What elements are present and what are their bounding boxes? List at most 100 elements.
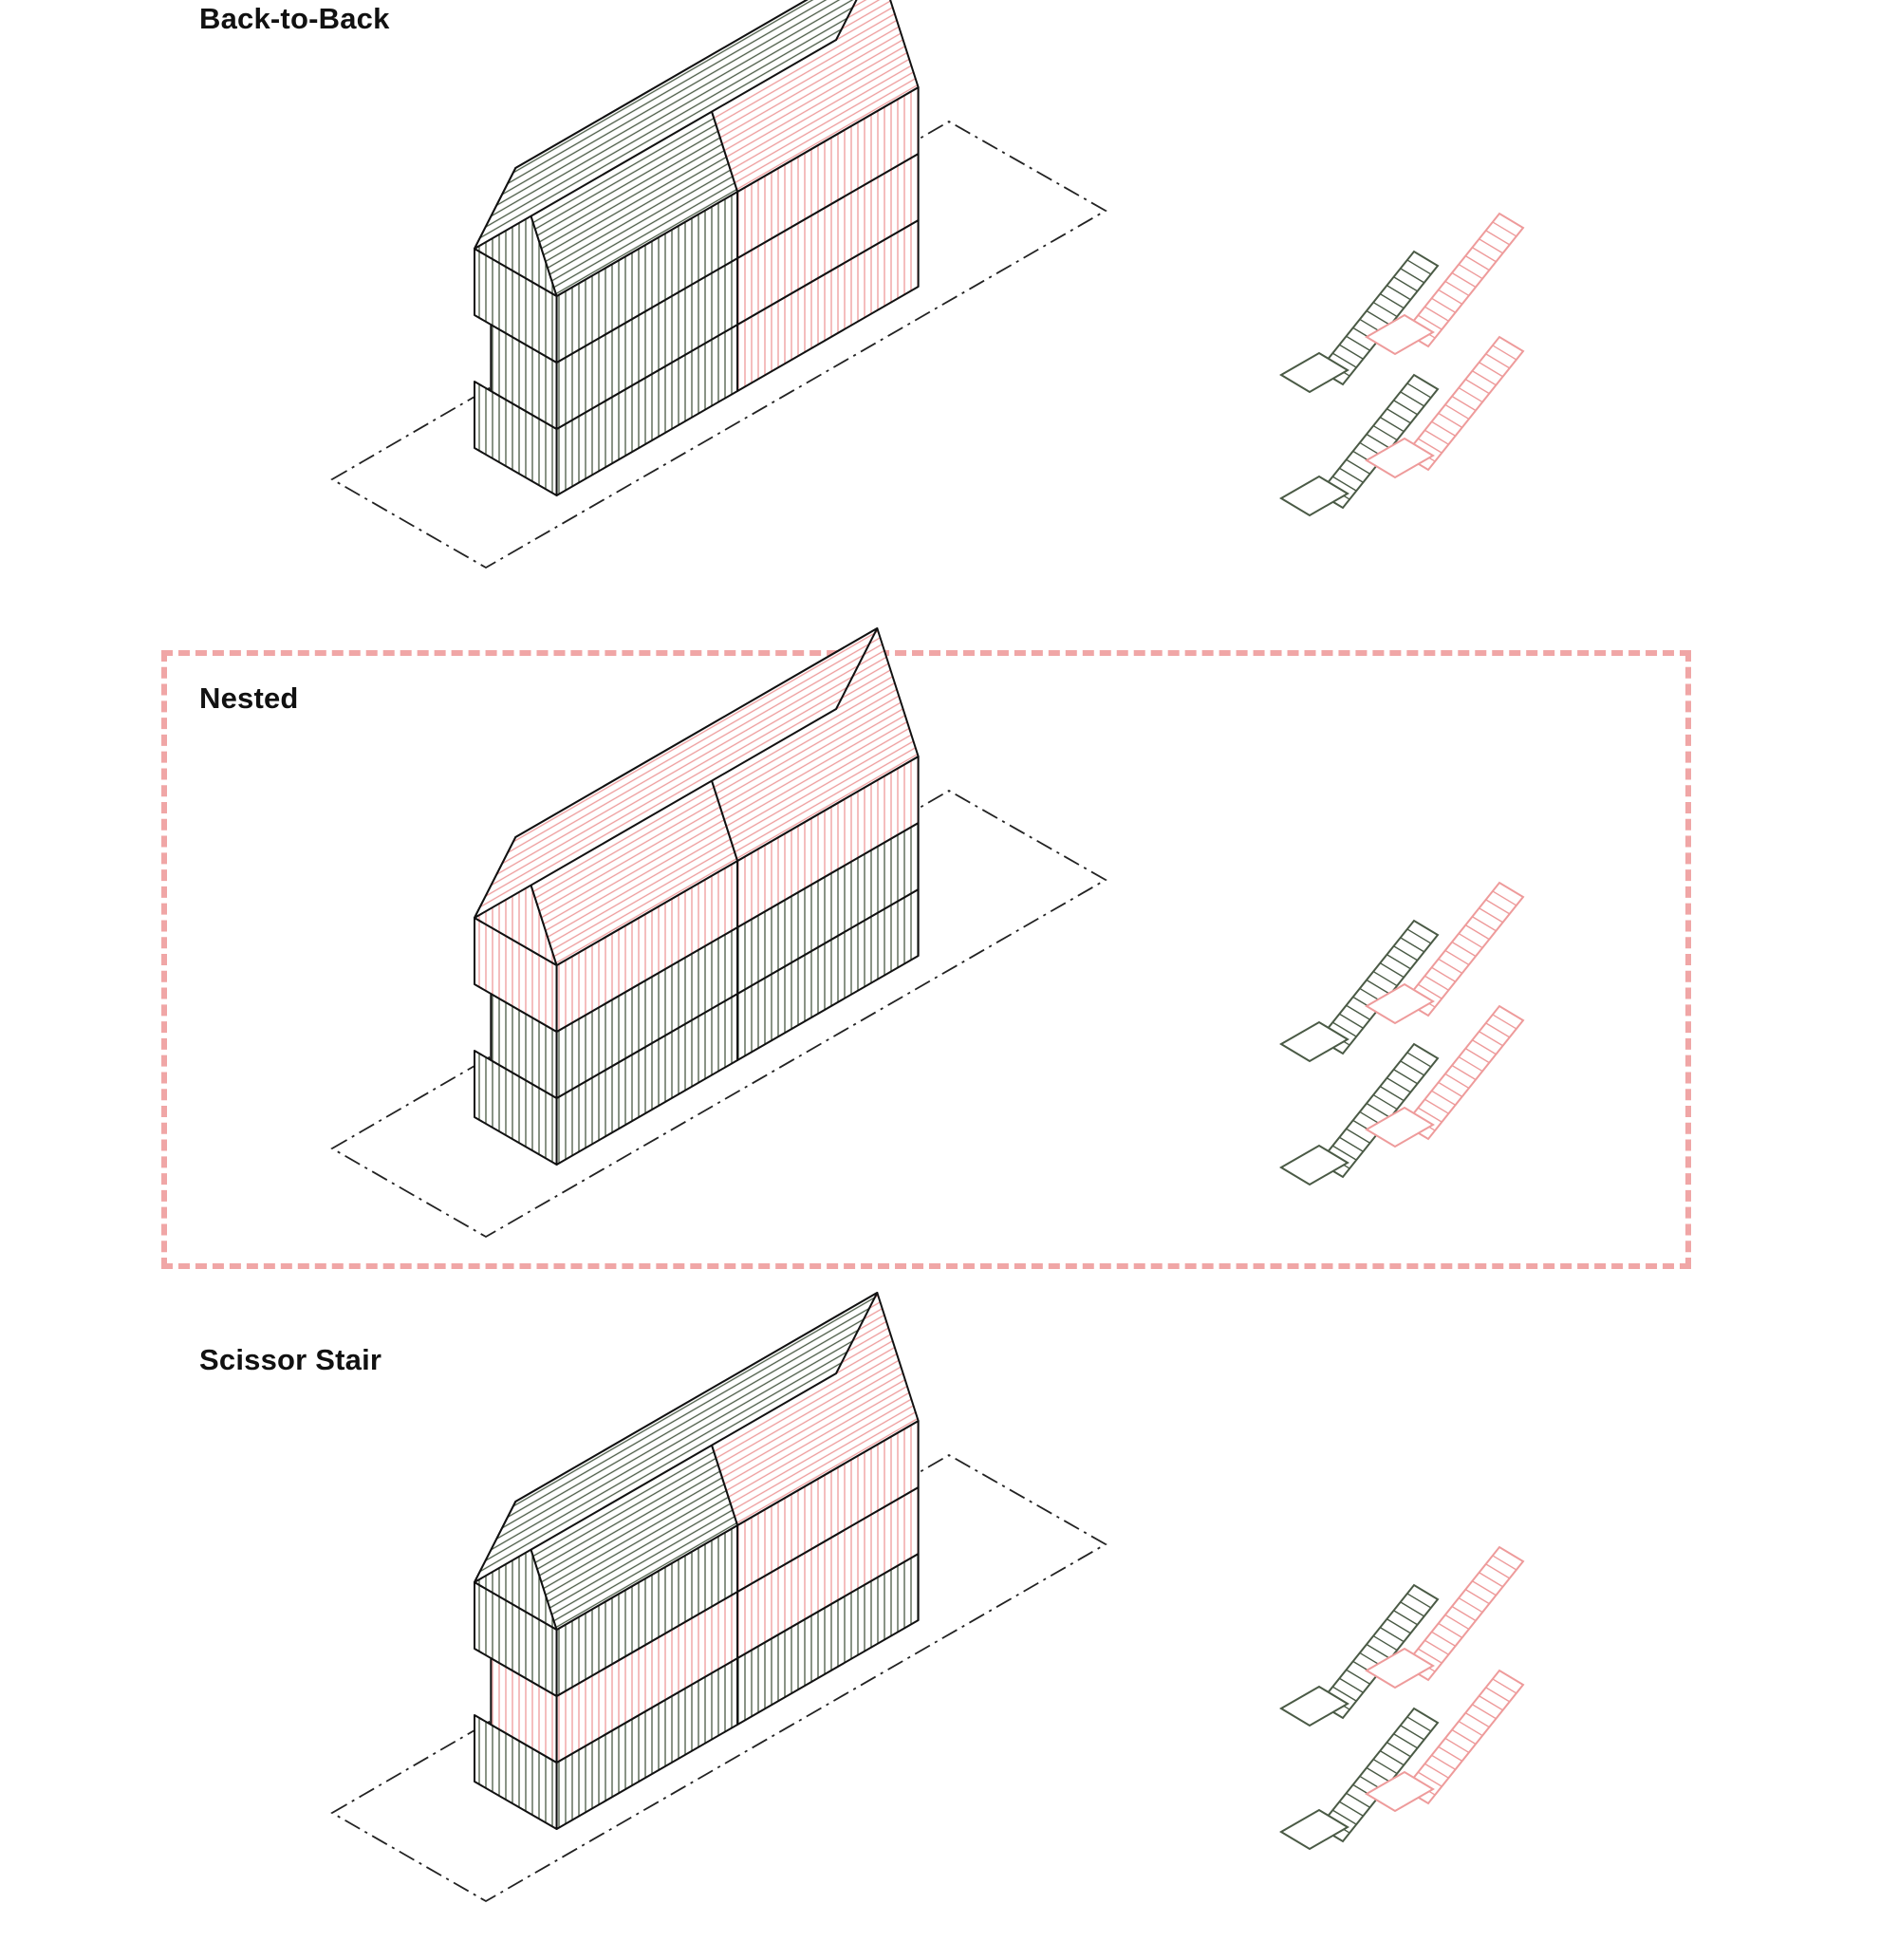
stair-step xyxy=(1406,1593,1432,1609)
stair-step xyxy=(1472,1039,1497,1055)
stair-step xyxy=(1464,379,1490,395)
diagram-scissor-stair xyxy=(330,1292,1525,1903)
stair-step xyxy=(1464,1712,1490,1728)
stair-step xyxy=(1366,1643,1391,1660)
stair-step xyxy=(1406,1716,1432,1732)
stair-step xyxy=(1424,306,1449,322)
stair-step xyxy=(1339,1013,1364,1029)
diagram-nested xyxy=(330,627,1525,1239)
stair-step xyxy=(1406,259,1432,275)
stair-step xyxy=(1386,285,1411,301)
stair-step xyxy=(1406,928,1432,944)
roof-back-slope xyxy=(474,1292,879,1583)
house-model xyxy=(474,627,920,1166)
stair-step xyxy=(1472,916,1497,932)
stair-step xyxy=(1386,954,1411,970)
stair-step xyxy=(1451,1064,1477,1081)
stair-unit-pink xyxy=(1365,212,1525,479)
stair-landing xyxy=(1279,1020,1349,1063)
stair-step xyxy=(1393,400,1418,416)
stair-step xyxy=(1400,937,1425,953)
stair-step xyxy=(1485,899,1511,915)
stair-step xyxy=(1379,417,1405,433)
stair-step xyxy=(1393,1069,1418,1085)
stair-step xyxy=(1372,424,1398,441)
stair-step xyxy=(1331,1686,1357,1702)
stair-step xyxy=(1424,429,1449,445)
stair-step xyxy=(1438,1622,1463,1638)
stair-step xyxy=(1366,1766,1391,1783)
panel-title: Back-to-Back xyxy=(199,2,390,35)
stair-step xyxy=(1406,383,1432,399)
stair-step xyxy=(1492,345,1517,361)
stair-step xyxy=(1400,268,1425,284)
stair-step xyxy=(1464,1589,1490,1605)
stair-step xyxy=(1458,263,1483,280)
stair-step xyxy=(1464,924,1490,941)
stair-landing xyxy=(1279,351,1349,394)
stair-step xyxy=(1464,1048,1490,1064)
stair-step xyxy=(1400,1060,1425,1076)
stair-step xyxy=(1331,1809,1357,1825)
stair-step xyxy=(1485,1563,1511,1579)
stair-step xyxy=(1444,1073,1470,1090)
stair-step xyxy=(1339,1136,1364,1152)
stair-step xyxy=(1479,907,1503,924)
stair-step xyxy=(1458,932,1483,949)
stair-landing xyxy=(1279,1144,1349,1186)
stair-unit-green xyxy=(1279,919,1440,1186)
stair-step xyxy=(1472,1704,1497,1720)
stair-step xyxy=(1339,344,1364,360)
stair-step xyxy=(1366,1102,1391,1119)
stair-step xyxy=(1386,1742,1411,1758)
stair-step xyxy=(1479,1031,1503,1047)
stair-step xyxy=(1492,1555,1517,1571)
stair-step xyxy=(1424,1763,1449,1779)
stair-step xyxy=(1417,983,1442,999)
stair-step xyxy=(1444,403,1470,420)
stair-step xyxy=(1485,1687,1511,1703)
stair-step xyxy=(1366,979,1391,996)
roof-back-slope xyxy=(474,0,858,250)
stair-step xyxy=(1393,1610,1418,1626)
stair-step xyxy=(1438,958,1463,974)
stair-landing xyxy=(1365,313,1435,356)
stair-landing xyxy=(1365,1647,1435,1689)
stair-landing xyxy=(1365,1106,1435,1148)
stair-landing xyxy=(1279,1808,1349,1851)
stair-step xyxy=(1451,395,1477,412)
stair-step xyxy=(1492,1014,1517,1030)
stair-step xyxy=(1372,1093,1398,1111)
stair-step xyxy=(1479,1695,1503,1711)
stair-step xyxy=(1386,408,1411,424)
stair-step xyxy=(1331,476,1357,492)
stair-landing xyxy=(1279,1685,1349,1727)
stair-step xyxy=(1438,1081,1463,1097)
stair-step xyxy=(1372,1634,1398,1652)
stair-step xyxy=(1438,1745,1463,1762)
stair-step xyxy=(1492,221,1517,237)
stair-step xyxy=(1346,1128,1370,1144)
stair-step xyxy=(1346,1669,1370,1685)
diagram-back-to-back xyxy=(330,0,1525,569)
stair-unit-green xyxy=(1279,1583,1440,1851)
highlight-frame-nested xyxy=(161,650,1691,1269)
stair-step xyxy=(1379,1750,1405,1766)
stair-step xyxy=(1386,1077,1411,1093)
stair-step xyxy=(1393,945,1418,961)
stair-step xyxy=(1479,238,1503,254)
stair-step xyxy=(1464,255,1490,271)
stair-step xyxy=(1438,289,1463,305)
stair-unit-pink xyxy=(1365,881,1525,1148)
stair-step xyxy=(1366,309,1391,327)
stair-step xyxy=(1444,1737,1470,1754)
stair-step xyxy=(1379,293,1405,309)
house-model xyxy=(474,1292,920,1830)
stair-diagram xyxy=(1279,212,1525,517)
stair-step xyxy=(1431,1631,1456,1647)
panel-title: Nested xyxy=(199,681,299,715)
stair-step xyxy=(1431,297,1456,313)
stair-step xyxy=(1472,247,1497,263)
stair-step xyxy=(1400,391,1425,407)
stair-step xyxy=(1372,301,1398,318)
